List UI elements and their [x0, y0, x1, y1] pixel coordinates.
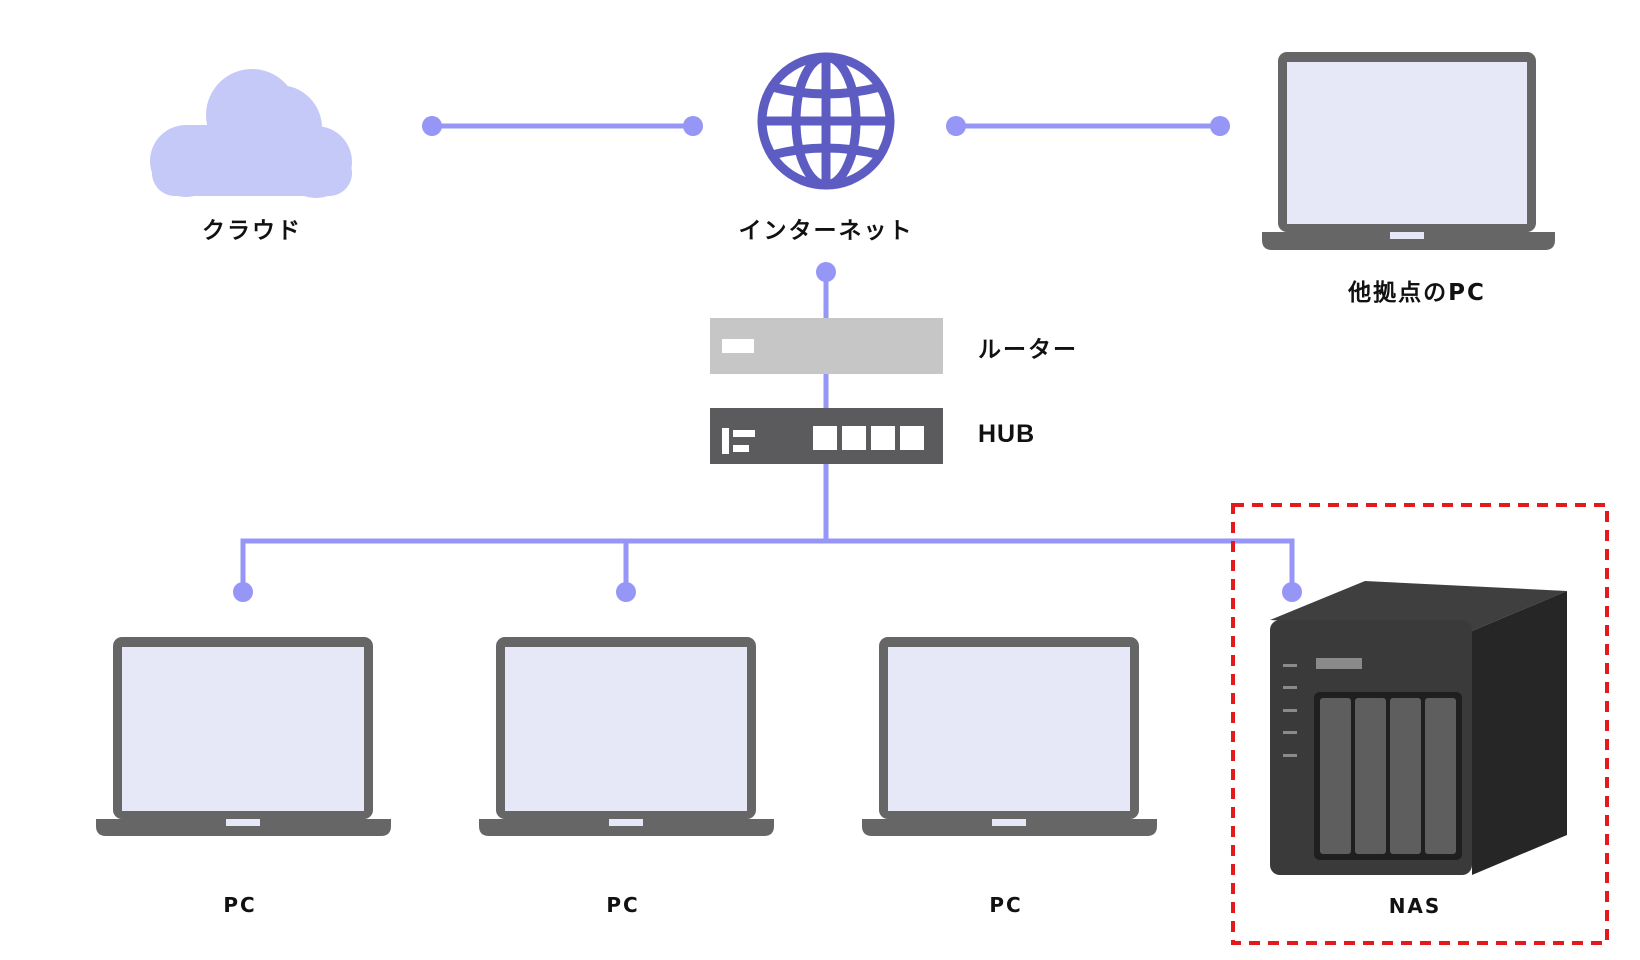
dot-cloud: [422, 116, 442, 136]
pc1-laptop-icon: [96, 637, 391, 836]
switch-hub-icon: [710, 408, 943, 464]
pc3-label: PC: [989, 893, 1023, 917]
cloud-icon: [150, 69, 352, 198]
link-lan-bus: [240, 538, 1295, 595]
nas-label: NAS: [1388, 894, 1442, 918]
connection-dots: [233, 116, 1302, 602]
dot-remote-pc: [1210, 116, 1230, 136]
cloud-label: クラウド: [202, 218, 302, 244]
remote-pc-laptop-icon: [1262, 52, 1555, 250]
internet-label: インターネット: [738, 218, 914, 244]
router-label: ルーター: [978, 337, 1078, 363]
remote-pc-label: 他拠点のPC: [1348, 280, 1486, 306]
dot-internet-down: [816, 262, 836, 282]
pc2-laptop-icon: [479, 637, 774, 836]
dot-internet-right: [946, 116, 966, 136]
nas-icon: [1270, 581, 1567, 875]
dot-internet-left: [683, 116, 703, 136]
router-icon: [710, 318, 943, 374]
dot-pc1: [233, 582, 253, 602]
pc3-laptop-icon: [862, 637, 1157, 836]
globe-icon: [757, 52, 895, 190]
dot-nas: [1282, 582, 1302, 602]
hub-label: HUB: [978, 420, 1036, 448]
nas-highlight-box: [1231, 503, 1609, 945]
pc2-label: PC: [606, 893, 640, 917]
pc1-label: PC: [223, 893, 257, 917]
dot-pc2: [616, 582, 636, 602]
